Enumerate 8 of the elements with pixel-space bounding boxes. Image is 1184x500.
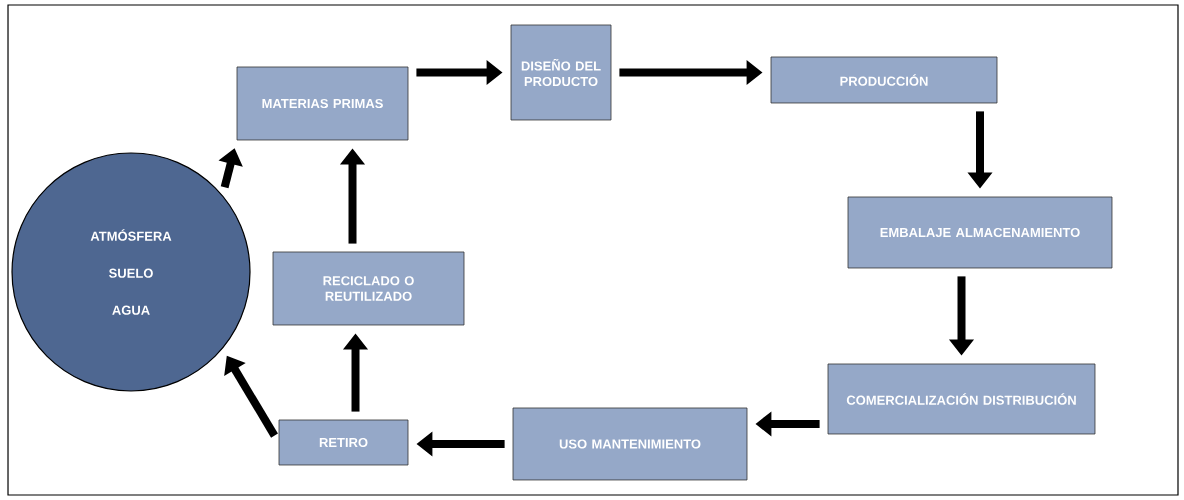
- process-box: RETIRO: [278, 419, 409, 466]
- process-box: DISEÑO DEL PRODUCTO: [510, 24, 612, 121]
- process-box: COMERCIALIZACIÓN DISTRIBUCIÓN: [827, 363, 1096, 435]
- process-box: PRODUCCIÓN: [770, 56, 998, 104]
- process-box: RECICLADO O REUTILIZADO: [272, 251, 465, 326]
- process-box: USO MANTENIMIENTO: [512, 407, 748, 481]
- process-box: MATERIAS PRIMAS: [236, 66, 409, 141]
- process-box: EMBALAJE ALMACENAMIENTO: [847, 196, 1113, 269]
